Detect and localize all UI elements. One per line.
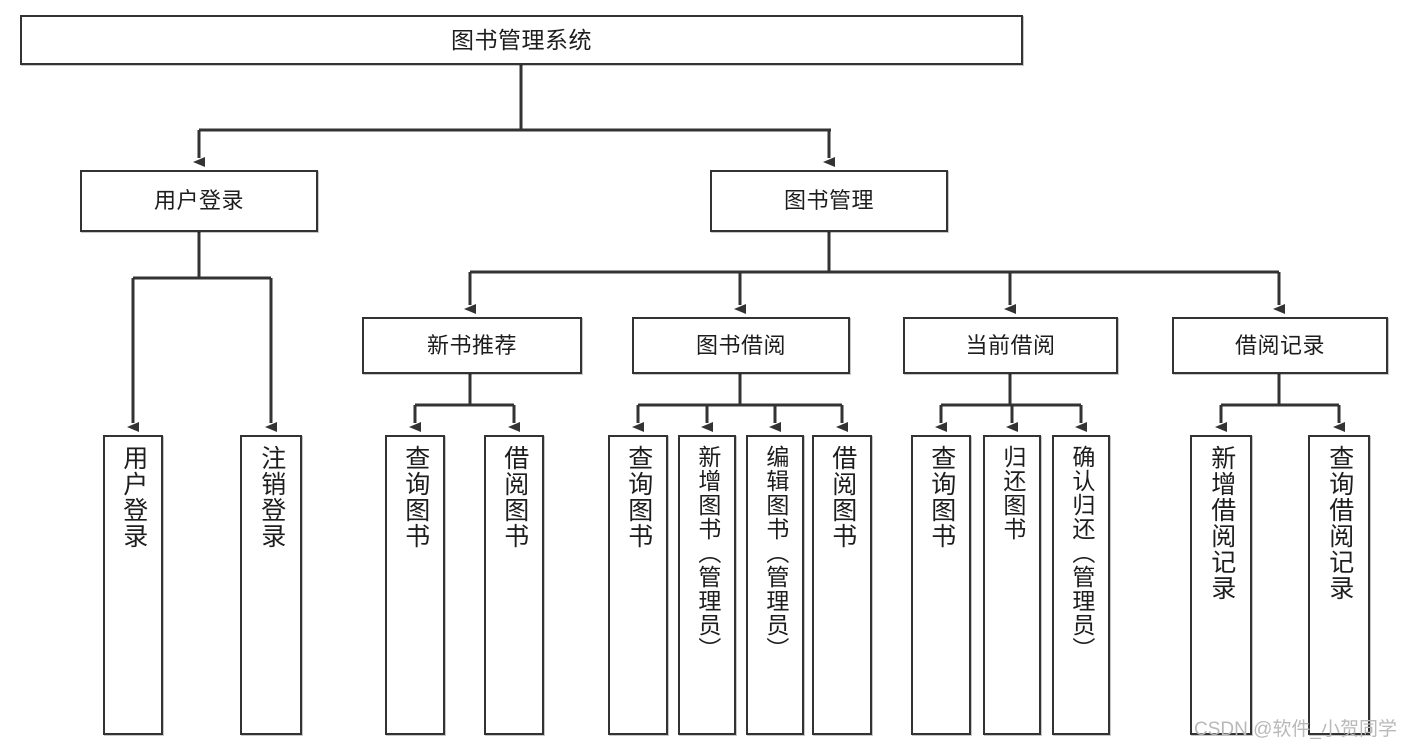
node-leaf-return-book[interactable]: 归还图书 [983, 435, 1041, 735]
borrow-record-to-leaf-connectors [1215, 374, 1345, 432]
node-leaf-borrow-book-2[interactable]: 借阅图书 [812, 435, 872, 735]
node-leaf-add-book-label: 新增图书（管理员） [694, 445, 721, 661]
node-user-login[interactable]: 用户登录 [80, 170, 318, 232]
node-root-system-label: 图书管理系统 [451, 26, 592, 53]
node-leaf-query-book-1-label: 查询图书 [401, 445, 430, 549]
node-leaf-query-borrow-record-label: 查询借阅记录 [1325, 445, 1354, 601]
node-leaf-return-book-label: 归还图书 [999, 445, 1026, 541]
node-current-borrow-label: 当前借阅 [965, 332, 1056, 358]
node-leaf-add-borrow-record-label: 新增借阅记录 [1207, 445, 1236, 601]
node-book-borrow[interactable]: 图书借阅 [632, 317, 850, 374]
root-to-level2-connectors [193, 65, 835, 167]
node-leaf-add-borrow-record[interactable]: 新增借阅记录 [1190, 435, 1252, 735]
node-leaf-user-logout[interactable]: 注销登录 [240, 435, 302, 735]
node-leaf-borrow-book-2-label: 借阅图书 [828, 445, 857, 549]
node-leaf-query-book-3[interactable]: 查询图书 [911, 435, 971, 735]
watermark-text: CSDN @软件_小贺同学 [1194, 719, 1397, 740]
node-leaf-confirm-return[interactable]: 确认归还（管理员） [1052, 435, 1110, 735]
user-login-to-leaf-connectors [127, 232, 277, 432]
node-new-book-recommend[interactable]: 新书推荐 [362, 317, 582, 374]
node-book-borrow-label: 图书借阅 [695, 332, 786, 358]
node-leaf-edit-book[interactable]: 编辑图书（管理员） [746, 435, 804, 735]
node-leaf-query-book-2[interactable]: 查询图书 [608, 435, 668, 735]
node-leaf-borrow-book-1-label: 借阅图书 [500, 445, 529, 549]
node-leaf-user-logout-label: 注销登录 [257, 445, 286, 549]
node-leaf-add-book[interactable]: 新增图书（管理员） [678, 435, 736, 735]
node-root-system[interactable]: 图书管理系统 [20, 15, 1023, 65]
node-leaf-query-book-3-label: 查询图书 [927, 445, 956, 549]
node-leaf-query-book-1[interactable]: 查询图书 [385, 435, 445, 735]
new-book-recommend-to-leaf-connectors [409, 374, 520, 432]
node-leaf-user-login-label: 用户登录 [119, 445, 148, 549]
current-borrow-to-leaf-connectors [935, 374, 1087, 432]
node-leaf-borrow-book-1[interactable]: 借阅图书 [484, 435, 544, 735]
node-leaf-edit-book-label: 编辑图书（管理员） [762, 445, 789, 661]
node-leaf-confirm-return-label: 确认归还（管理员） [1068, 445, 1095, 661]
node-borrow-record[interactable]: 借阅记录 [1172, 317, 1388, 374]
node-user-login-label: 用户登录 [153, 188, 244, 213]
node-borrow-record-label: 借阅记录 [1234, 332, 1325, 358]
node-new-book-recommend-label: 新书推荐 [426, 332, 517, 358]
book-borrow-to-leaf-connectors [632, 374, 848, 432]
book-manage-to-level3-connectors [464, 232, 1285, 314]
node-book-manage[interactable]: 图书管理 [710, 170, 948, 232]
node-leaf-query-borrow-record[interactable]: 查询借阅记录 [1308, 435, 1370, 735]
node-leaf-user-login[interactable]: 用户登录 [103, 435, 163, 735]
node-leaf-query-book-2-label: 查询图书 [624, 445, 653, 549]
node-current-borrow[interactable]: 当前借阅 [903, 317, 1118, 374]
node-book-manage-label: 图书管理 [783, 188, 874, 213]
